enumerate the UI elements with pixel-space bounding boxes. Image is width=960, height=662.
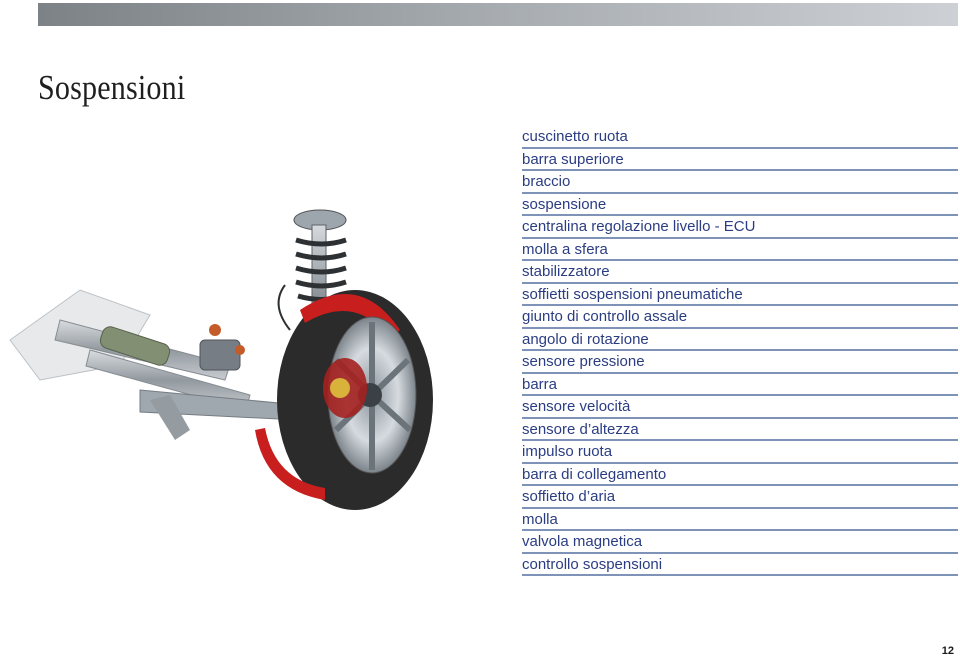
- legend-item: barra: [522, 374, 958, 396]
- legend-item: soffietto d’aria: [522, 486, 958, 509]
- page-number: 12: [941, 645, 954, 657]
- legend-item: barra di collegamento: [522, 464, 958, 486]
- legend-item: molla: [522, 509, 958, 531]
- legend-item: sensore velocità: [522, 396, 958, 419]
- legend-item: impulso ruota: [522, 441, 958, 464]
- legend-item: molla a sfera: [522, 239, 958, 261]
- legend-item: giunto di controllo assale: [522, 306, 958, 329]
- legend-item: soffietti sospensioni pneumatiche: [522, 284, 958, 306]
- wheel-tire: [255, 290, 433, 510]
- legend-item: sensore pressione: [522, 351, 958, 374]
- legend-item: cuscinetto ruota: [522, 126, 958, 149]
- legend-item: controllo sospensioni: [522, 554, 958, 576]
- legend-item: sospensione: [522, 194, 958, 216]
- component-legend: cuscinetto ruota barra superiore braccio…: [522, 126, 958, 576]
- suspension-illustration: [9, 209, 433, 510]
- legend-item: braccio: [522, 171, 958, 194]
- legend-item: angolo di rotazione: [522, 329, 958, 351]
- legend-item: barra superiore: [522, 149, 958, 171]
- legend-item: stabilizzatore: [522, 261, 958, 284]
- header-bar: [38, 3, 958, 26]
- subframe: [9, 289, 301, 440]
- page-title: Sospensioni: [38, 68, 186, 107]
- legend-item: valvola magnetica: [522, 531, 958, 554]
- legend-item: centralina regolazione livello - ECU: [522, 216, 958, 239]
- legend-item: sensore d’altezza: [522, 419, 958, 441]
